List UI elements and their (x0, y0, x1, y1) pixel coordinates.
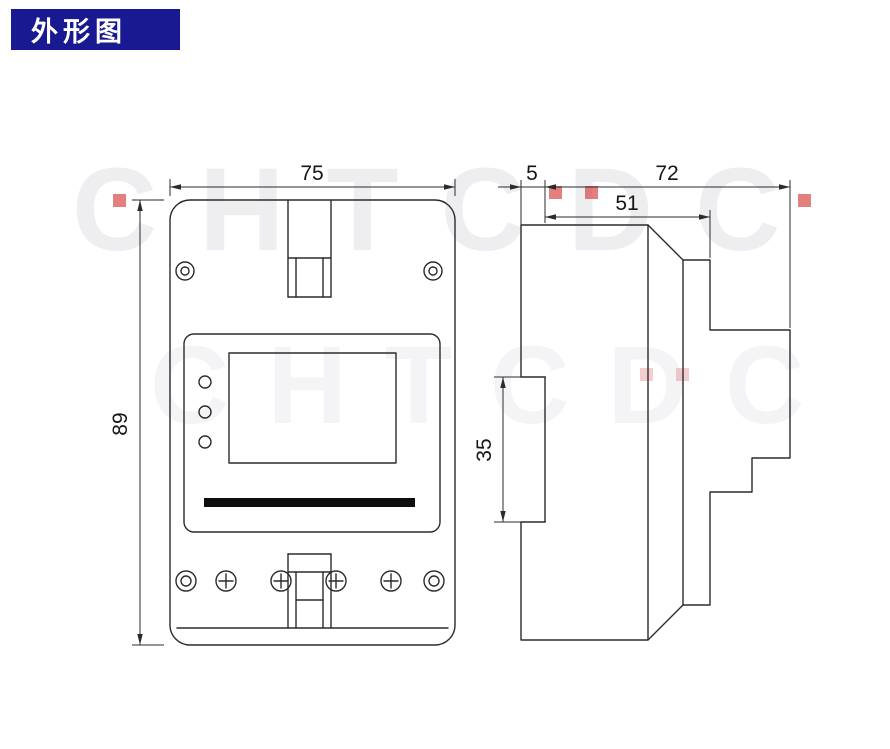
dim-label-upper-depth: 51 (615, 192, 638, 215)
dim-label-rail: 35 (473, 438, 496, 461)
dimension-front-width: 75 (169, 162, 456, 196)
section-header: 外形图 (11, 9, 180, 50)
dimension-side-depth: 72 (545, 162, 791, 328)
dimension-front-height: 89 (109, 199, 164, 646)
bottom-mounting-clip (287, 553, 332, 629)
dim-label-lip: 5 (526, 162, 538, 185)
watermark-dot (640, 368, 653, 381)
watermark-dot (549, 186, 562, 199)
meter-body-outline (169, 199, 456, 646)
top-seal-screw-right (423, 261, 443, 281)
top-mounting-clip (287, 200, 332, 298)
bottom-seal-screw-right (423, 570, 445, 592)
dim-label-height: 89 (109, 412, 132, 435)
dimension-side-lip: 5 (498, 162, 546, 226)
bottom-seal-screw-left (175, 570, 197, 592)
front-view (169, 199, 456, 646)
lcd-screen (228, 352, 397, 464)
side-view (520, 224, 791, 641)
section-title: 外形图 (31, 17, 127, 47)
top-seal-screw-left (175, 261, 195, 281)
led-indicator (198, 375, 212, 389)
watermark-dot (113, 194, 126, 207)
dimension-side-rail: 35 (473, 376, 546, 523)
label-strip (204, 498, 415, 507)
watermark-dot (585, 186, 598, 199)
led-indicators (198, 375, 212, 449)
dim-label-width: 75 (300, 162, 323, 185)
led-indicator (198, 435, 212, 449)
led-indicator (198, 405, 212, 419)
dimension-side-upper-depth: 51 (545, 192, 711, 258)
dim-label-depth: 72 (655, 162, 678, 185)
terminal-screws (215, 570, 402, 592)
watermark-dot (798, 194, 811, 207)
display-bezel (183, 333, 441, 533)
side-profile-outline (520, 224, 791, 641)
